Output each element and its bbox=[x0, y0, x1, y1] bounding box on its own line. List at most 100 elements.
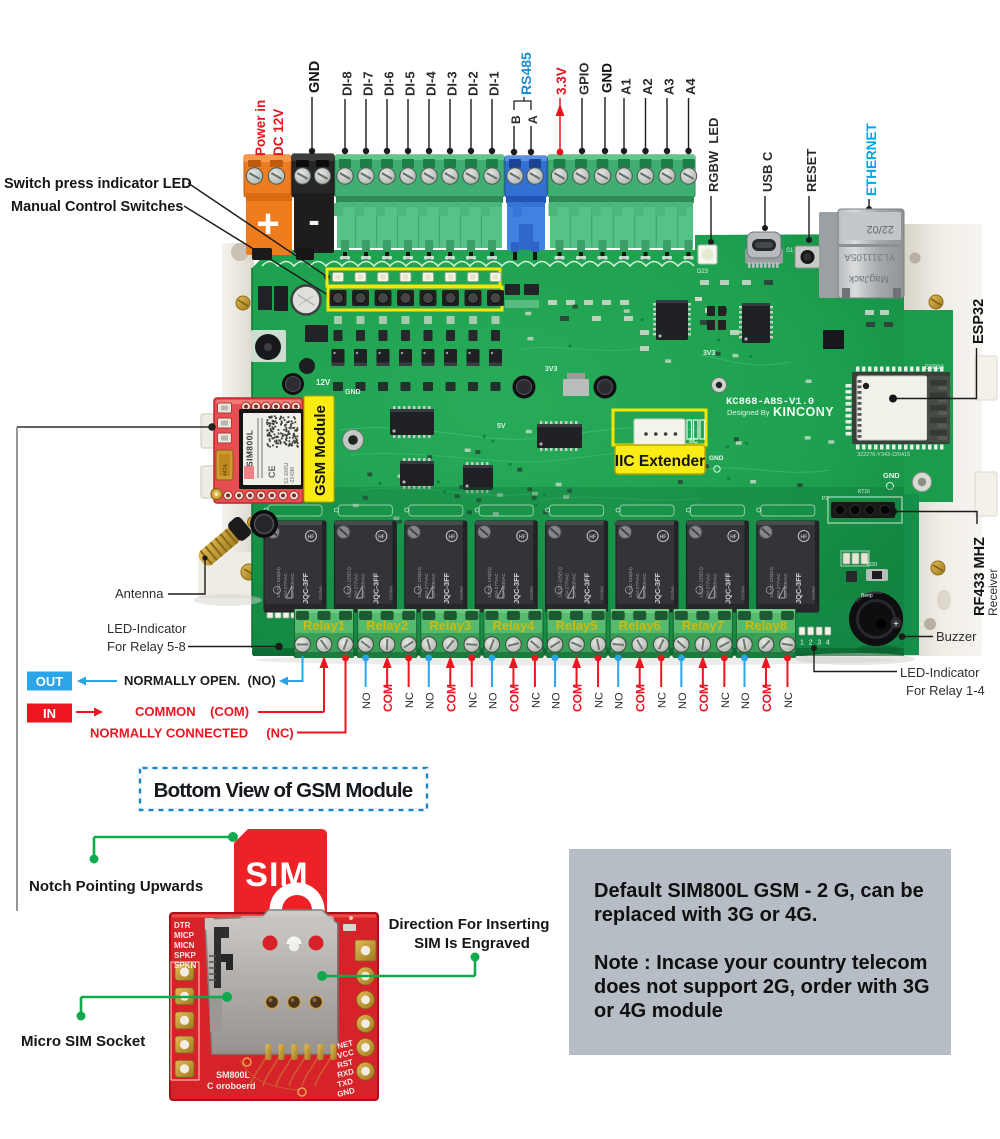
svg-text:Direction For Inserting: Direction For Inserting bbox=[389, 916, 550, 933]
svg-text:KT16: KT16 bbox=[858, 489, 870, 495]
svg-text:Relay7: Relay7 bbox=[682, 618, 724, 633]
svg-text:12VDC-125(51): 12VDC-125(51) bbox=[628, 567, 633, 598]
svg-text:COM: COM bbox=[571, 684, 585, 712]
svg-text:HF: HF bbox=[800, 535, 807, 541]
svg-text:IIC: IIC bbox=[689, 438, 698, 445]
svg-text:A1: A1 bbox=[619, 78, 634, 95]
svg-text:DTR: DTR bbox=[174, 921, 191, 930]
svg-text:Switch press indicator LED: Switch press indicator LED bbox=[4, 176, 192, 192]
svg-text:Beep: Beep bbox=[861, 593, 873, 599]
svg-text:IIC Extender: IIC Extender bbox=[615, 453, 705, 470]
svg-text:DI-1: DI-1 bbox=[487, 71, 502, 96]
svg-text:HF: HF bbox=[378, 535, 385, 541]
svg-text:NC: NC bbox=[530, 692, 542, 708]
svg-text:Manual Control Switches: Manual Control Switches bbox=[11, 199, 183, 215]
svg-text:CHINA: CHINA bbox=[318, 586, 323, 600]
svg-text:Relay4: Relay4 bbox=[492, 618, 535, 633]
svg-text:NO: NO bbox=[551, 692, 563, 709]
svg-text:Power in: Power in bbox=[253, 100, 268, 156]
svg-text:JQC-3FF: JQC-3FF bbox=[583, 572, 592, 604]
svg-text:NC: NC bbox=[657, 692, 669, 708]
svg-text:2: 2 bbox=[809, 640, 813, 647]
svg-text:RF433 MHZ: RF433 MHZ bbox=[972, 537, 988, 616]
svg-text:Note : Incase your country tel: Note : Incase your country telecom bbox=[594, 952, 927, 974]
svg-text:NC: NC bbox=[720, 692, 732, 708]
svg-text:OUT: OUT bbox=[36, 674, 64, 689]
svg-text:MICN: MICN bbox=[174, 941, 195, 950]
svg-text:NC: NC bbox=[404, 692, 416, 708]
svg-text:or 4G module: or 4G module bbox=[594, 1000, 723, 1022]
svg-text:CHINA: CHINA bbox=[670, 586, 675, 600]
svg-text:C oroboerd: C oroboerd bbox=[207, 1081, 256, 1091]
svg-text:NET: NET bbox=[336, 1038, 354, 1051]
svg-text:NO: NO bbox=[740, 692, 752, 709]
svg-text:10A 277VAC: 10A 277VAC bbox=[494, 573, 499, 598]
svg-text:1: 1 bbox=[800, 640, 804, 647]
svg-text:Relay8: Relay8 bbox=[745, 618, 787, 633]
svg-text:Receiver: Receiver bbox=[986, 569, 1000, 616]
svg-text:SM800L: SM800L bbox=[216, 1070, 251, 1080]
svg-text:10A 277VAC: 10A 277VAC bbox=[283, 573, 288, 598]
svg-text:For Relay 5-8: For Relay 5-8 bbox=[107, 639, 186, 654]
svg-text:10A 277VAC: 10A 277VAC bbox=[565, 573, 570, 598]
svg-text:RST: RST bbox=[336, 1058, 354, 1071]
svg-text:DI-4: DI-4 bbox=[424, 71, 439, 96]
svg-text:A4: A4 bbox=[683, 78, 698, 95]
svg-text:SPKP: SPKP bbox=[174, 951, 196, 960]
svg-text:TXD: TXD bbox=[336, 1077, 354, 1090]
svg-text:NORMALLY CONNECTED (NC): NORMALLY CONNECTED (NC) bbox=[90, 726, 294, 741]
svg-text:IN: IN bbox=[43, 706, 56, 721]
svg-text:CE: CE bbox=[267, 465, 277, 478]
svg-text:3V3: 3V3 bbox=[703, 350, 716, 357]
svg-text:ESP32: ESP32 bbox=[971, 299, 987, 344]
svg-text:12A 125VAC: 12A 125VAC bbox=[642, 573, 647, 598]
svg-text:22/02: 22/02 bbox=[866, 223, 894, 235]
svg-text:NO: NO bbox=[487, 692, 499, 709]
svg-text:NO: NO bbox=[361, 692, 373, 709]
svg-text:4: 4 bbox=[826, 640, 830, 647]
svg-text:Relay3: Relay3 bbox=[429, 618, 471, 633]
svg-text:A2: A2 bbox=[640, 78, 655, 95]
svg-text:SIM800L: SIM800L bbox=[245, 430, 255, 467]
svg-text:HF: HF bbox=[519, 535, 526, 541]
svg-text:10A 277VAC: 10A 277VAC bbox=[776, 573, 781, 598]
svg-text:Buzzer: Buzzer bbox=[936, 629, 977, 644]
svg-text:+: + bbox=[893, 619, 898, 629]
svg-text:KC868-A8S-V1.0: KC868-A8S-V1.0 bbox=[726, 396, 814, 408]
svg-text:10A 277VAC: 10A 277VAC bbox=[424, 573, 429, 598]
svg-text:COM: COM bbox=[444, 684, 458, 712]
svg-text:USB C: USB C bbox=[760, 151, 775, 192]
svg-text:CHINA: CHINA bbox=[459, 586, 464, 600]
svg-text:12A 125VAC: 12A 125VAC bbox=[290, 573, 295, 598]
svg-text:JQC-3FF: JQC-3FF bbox=[653, 572, 662, 604]
svg-text:10A 277VAC: 10A 277VAC bbox=[705, 573, 710, 598]
svg-text:COM: COM bbox=[760, 684, 774, 712]
svg-text:12A 125VAC: 12A 125VAC bbox=[360, 573, 365, 598]
svg-text:NC: NC bbox=[783, 692, 795, 708]
svg-text:CHINA: CHINA bbox=[388, 586, 393, 600]
svg-text:CHINA: CHINA bbox=[529, 586, 534, 600]
svg-text:CHINA: CHINA bbox=[811, 586, 816, 600]
svg-text:SPKN: SPKN bbox=[174, 961, 196, 970]
svg-text:322276-Y343-220415: 322276-Y343-220415 bbox=[857, 452, 910, 458]
svg-text:447A: 447A bbox=[223, 464, 229, 476]
svg-text:HF: HF bbox=[660, 535, 667, 541]
svg-text:12A 125VAC: 12A 125VAC bbox=[783, 573, 788, 598]
svg-text:DI-3: DI-3 bbox=[445, 71, 460, 96]
svg-text:12A 125VAC: 12A 125VAC bbox=[431, 573, 436, 598]
svg-text:HF: HF bbox=[589, 535, 596, 541]
svg-text:YL311105A: YL311105A bbox=[844, 251, 895, 262]
svg-text:Micro SIM Socket: Micro SIM Socket bbox=[21, 1033, 145, 1050]
svg-text:RXD: RXD bbox=[336, 1067, 355, 1080]
svg-text:JQC-3FF: JQC-3FF bbox=[512, 572, 521, 604]
svg-text:KINCONY: KINCONY bbox=[773, 405, 834, 419]
svg-text:Relay1: Relay1 bbox=[303, 618, 345, 633]
svg-text:JQC-3FF: JQC-3FF bbox=[301, 572, 310, 604]
svg-text:RESET: RESET bbox=[804, 149, 819, 192]
svg-text:DI-2: DI-2 bbox=[466, 71, 481, 96]
svg-text:NO: NO bbox=[677, 692, 689, 709]
svg-text:LED-Indicator: LED-Indicator bbox=[107, 621, 187, 636]
svg-text:replaced with 3G or 4G.: replaced with 3G or 4G. bbox=[594, 904, 817, 926]
svg-text:SIM Is Engraved: SIM Is Engraved bbox=[414, 935, 530, 952]
svg-text:JQC-3FF: JQC-3FF bbox=[442, 572, 451, 604]
